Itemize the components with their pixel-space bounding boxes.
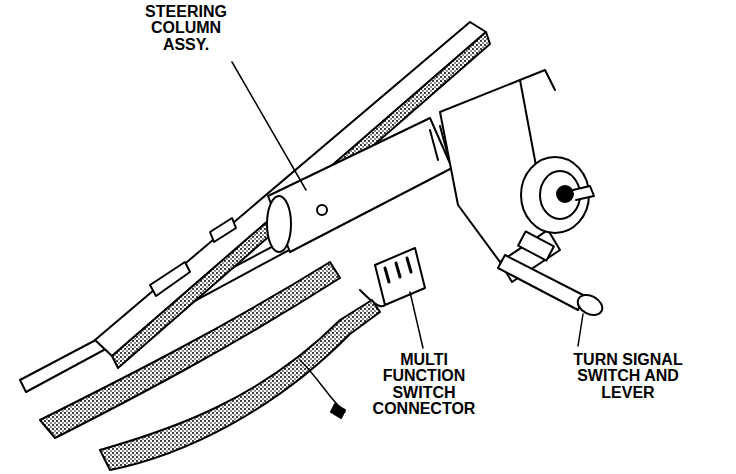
leader-line	[410, 292, 423, 348]
bracket-slot	[210, 218, 236, 242]
lever-knob	[574, 291, 605, 319]
jacket-collar	[267, 196, 291, 252]
connector-pins	[385, 258, 411, 282]
leader-line	[232, 62, 306, 190]
part-label: STEERING COLUMN ASSY.	[136, 4, 236, 53]
bracket-flange	[112, 32, 490, 368]
hub-ring	[540, 171, 580, 219]
housing-top	[520, 70, 555, 90]
wiring-harness	[100, 300, 380, 470]
column-jacket	[268, 118, 452, 252]
wire-clip	[331, 404, 345, 418]
leader-line	[578, 314, 583, 346]
hub-nut	[557, 186, 573, 202]
switch-connector	[375, 248, 425, 305]
hub-stud	[573, 186, 594, 200]
turn-signal-lever	[498, 255, 585, 310]
lever-pivot	[518, 231, 554, 260]
bracket-slot	[150, 262, 190, 296]
part-label: TURN SIGNAL SWITCH AND LEVER	[562, 352, 694, 401]
jacket-hole	[317, 205, 327, 215]
part-label: MULTI FUNCTION SWITCH CONNECTOR	[368, 352, 480, 417]
column-shroud	[40, 262, 340, 438]
harness-wire	[300, 360, 345, 412]
